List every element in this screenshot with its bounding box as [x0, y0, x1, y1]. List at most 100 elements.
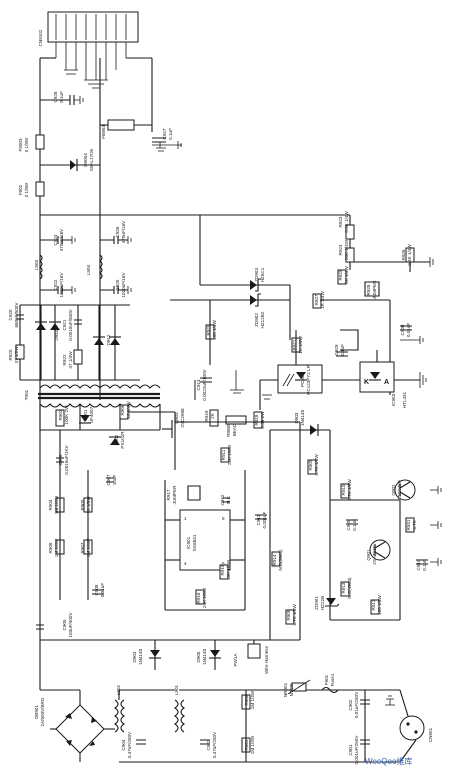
label-l903: L903	[34, 259, 39, 270]
label-r926: R926	[401, 249, 406, 260]
label-r9808v: BEAD	[232, 423, 237, 436]
label-zd903v: HZ5C1	[260, 267, 265, 282]
label-r922: R922	[62, 354, 67, 365]
label-l904: L904	[86, 264, 91, 275]
label-r918: R918	[254, 414, 259, 425]
svg-text:A: A	[384, 379, 389, 386]
label-r917v: JUMPER	[172, 485, 177, 505]
connector-cn9102	[40, 11, 153, 132]
label-c911: C911	[256, 514, 261, 525]
label-r912v: 100 1/8W	[377, 595, 382, 615]
aux-diodes	[149, 640, 261, 670]
protection-q901-q902	[285, 459, 442, 625]
label-db901v: 2A/600V/BRG	[40, 697, 45, 726]
label-c904v: 0.47uF/250V	[127, 731, 132, 758]
label-ic901v: SG6841	[192, 534, 197, 551]
label-zd901v: HZ22B	[320, 596, 325, 610]
label-c928: C928	[53, 91, 58, 102]
output-caps-upper	[40, 214, 200, 244]
label-q901v: 2SA733P	[372, 545, 377, 564]
label-f901: F901	[324, 674, 329, 685]
label-q903v: 2SC2988	[180, 408, 185, 428]
label-c926: C926	[115, 226, 120, 237]
label-r925: R925	[338, 269, 343, 280]
label-f9003: F9003	[18, 138, 23, 151]
label-db901: DB901	[34, 705, 39, 719]
label-zd903: ZD903	[254, 268, 259, 282]
inductors-l903-l904	[39, 254, 132, 294]
label-l901: L901	[174, 684, 179, 695]
label-r916v: 24K 1/8W	[202, 587, 207, 608]
optocoupler-pc902	[259, 364, 360, 410]
label-d901: D901	[83, 409, 88, 420]
label-c902: C902	[348, 699, 353, 710]
label-r927v: 1K 1/4W	[320, 291, 325, 309]
label-nr901: NR901	[283, 682, 288, 697]
label-r911v: 22K 1/8W	[227, 444, 232, 465]
secondary-rectifiers	[15, 304, 140, 381]
label-wireharness: Wire Harness	[264, 645, 269, 674]
label-q903: Q903	[174, 412, 179, 424]
label-c903v: 0.47uF/250V	[212, 731, 217, 758]
label-d904: D904	[132, 651, 137, 662]
label-c909: C909	[346, 519, 351, 530]
label-r923: R923	[338, 216, 343, 227]
label-c930: C930	[400, 324, 405, 335]
label-c902v: 0.01uF/250V	[354, 691, 359, 718]
d903-aux	[269, 424, 331, 640]
label-r905v: 10 1/8W	[86, 496, 91, 514]
label-r924: R924	[338, 244, 343, 255]
label-d9004v: S5AL17D5	[89, 148, 94, 171]
ic901-sg6841: 1 8 4 5	[164, 470, 281, 611]
label-c908v: 0.01uF	[100, 583, 105, 597]
label-d904v: 1N4148	[138, 649, 143, 666]
label-c907: C907	[106, 474, 111, 485]
label-r911: R911	[221, 449, 226, 460]
label-c921: C921	[62, 319, 67, 330]
label-c912: C912	[220, 494, 225, 505]
label-c9xxv: 0.1uF	[340, 344, 345, 356]
ic903-htl431: K A	[359, 350, 427, 393]
label-r923v: 5.6K 1/4W	[344, 211, 349, 233]
label-r902: R902	[244, 694, 249, 705]
label-f901v: Fuse1	[330, 673, 335, 686]
label-r925v: 5K 1/4W	[344, 266, 349, 284]
label-pc902v: PC123FY2 LP	[306, 365, 311, 394]
label-nr901v: NTCR	[289, 683, 294, 696]
label-r931: R931	[406, 519, 411, 530]
label-r903: R903	[58, 409, 63, 420]
label-pc902: PC902	[300, 373, 305, 387]
label-d902v: PS102R	[120, 431, 125, 449]
label-r907v: 1M 1/4W	[86, 538, 91, 557]
label-r9808: R9808	[226, 423, 231, 437]
label-r908v: 1M 1/4W	[54, 538, 59, 557]
label-c911v: 0.001uF	[262, 511, 267, 528]
label-r921: R921	[292, 339, 297, 350]
label-c905v: 100uF/400V	[68, 612, 73, 638]
label-r901v: 1M 1/4W	[250, 735, 255, 754]
label-c920v: 680pF/500V	[14, 302, 19, 328]
label-c906: C906	[58, 454, 63, 465]
label-ic901: IC901	[186, 536, 191, 549]
label-c905: C905	[62, 619, 67, 630]
label-d903v: 1N4148	[300, 410, 305, 427]
label-r910v: 4.7K 1/8W	[347, 479, 352, 501]
label-r913: R913	[341, 582, 346, 593]
label-cn901: CN901	[428, 727, 433, 742]
label-r915: R915	[220, 564, 225, 575]
label-c922: C922	[53, 279, 58, 290]
label-r908bv: 4.7K 1/8W	[292, 604, 297, 626]
label-r916: R916	[196, 592, 201, 603]
label-c921v: 0.0010uF/500V	[68, 308, 73, 340]
svg-text:4: 4	[184, 561, 187, 566]
label-r915v: 15K 1/8W	[226, 559, 231, 580]
label-zd902: ZD902	[254, 313, 259, 327]
label-r919: R919	[204, 410, 209, 421]
label-c927v: 0.1uF	[168, 128, 173, 140]
label-r913v: N.C(1903)	[347, 577, 352, 599]
label-c926v: 470uF/16V	[121, 220, 126, 243]
label-t901: T901	[24, 389, 29, 400]
switch-q903	[162, 370, 301, 640]
label-r908: R908	[48, 542, 53, 553]
